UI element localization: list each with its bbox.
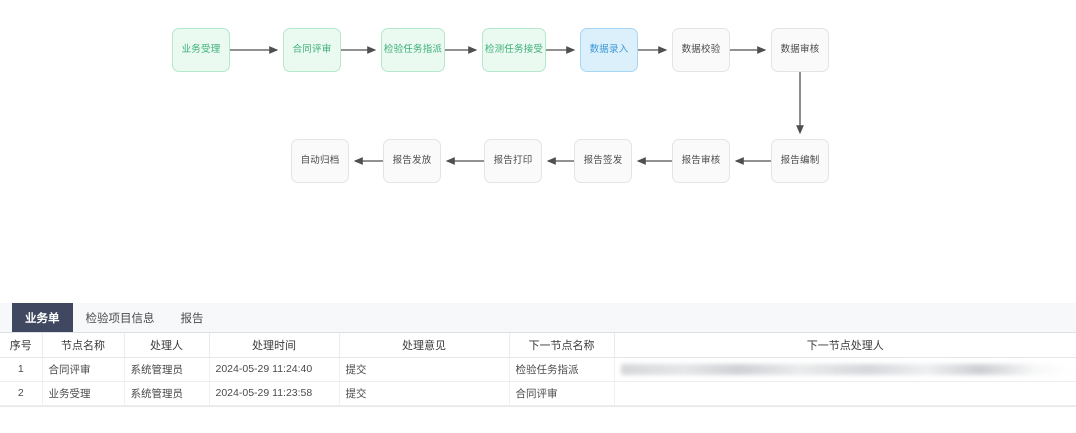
cell-handler: 系统管理员 bbox=[124, 381, 210, 406]
flow-node-n8[interactable]: 报告编制 bbox=[771, 139, 829, 183]
flow-node-n11[interactable]: 报告打印 bbox=[484, 139, 542, 183]
flow-node-n10[interactable]: 报告签发 bbox=[574, 139, 632, 183]
flow-node-label: 合同评审 bbox=[292, 44, 332, 56]
flow-node-label: 数据校验 bbox=[681, 44, 721, 56]
column-header-5: 下一节点名称 bbox=[509, 333, 615, 358]
column-header-6: 下一节点处理人 bbox=[614, 333, 1076, 358]
flow-node-n13[interactable]: 自动归档 bbox=[291, 139, 349, 183]
tab-2[interactable]: 报告 bbox=[168, 303, 217, 332]
flow-node-n9[interactable]: 报告审核 bbox=[672, 139, 730, 183]
redacted-value bbox=[620, 363, 1070, 375]
tab-0-active[interactable]: 业务单 bbox=[12, 303, 73, 332]
flow-node-n6[interactable]: 数据校验 bbox=[672, 28, 730, 72]
flow-node-n5[interactable]: 数据录入 bbox=[580, 28, 638, 72]
flow-node-n7[interactable]: 数据审核 bbox=[771, 28, 829, 72]
cell-next-node: 检验任务指派 bbox=[509, 357, 615, 382]
cell-handle-time: 2024-05-29 11:23:58 bbox=[209, 381, 340, 406]
cell-opinion: 提交 bbox=[339, 357, 510, 382]
cell-index: 1 bbox=[0, 357, 43, 382]
column-header-0: 序号 bbox=[0, 333, 43, 358]
table-bottom-edge bbox=[0, 405, 1076, 407]
workflow-edges bbox=[230, 46, 804, 165]
tab-label: 检验项目信息 bbox=[85, 312, 155, 325]
table-header-row: 序号节点名称处理人处理时间处理意见下一节点名称下一节点处理人 bbox=[0, 333, 1076, 358]
flow-node-label: 报告打印 bbox=[493, 155, 533, 167]
flow-node-label: 报告发放 bbox=[392, 155, 432, 167]
cell-next-handler bbox=[614, 357, 1076, 382]
column-header-4: 处理意见 bbox=[339, 333, 510, 358]
flow-node-label: 检验任务指派 bbox=[383, 44, 443, 56]
flow-node-label: 数据录入 bbox=[589, 44, 629, 56]
cell-next-handler bbox=[614, 381, 1076, 406]
cell-node-name: 合同评审 bbox=[42, 357, 125, 382]
detail-panel: 业务单 检验项目信息 报告 序号节点名称处理人处理时间处理意见下一节点名称下一节点处… bbox=[0, 303, 1076, 433]
flow-node-n1[interactable]: 业务受理 bbox=[172, 28, 230, 72]
flow-node-n2[interactable]: 合同评审 bbox=[283, 28, 341, 72]
cell-index: 2 bbox=[0, 381, 43, 406]
flow-node-n4[interactable]: 检测任务接受 bbox=[482, 28, 546, 72]
flow-node-n3[interactable]: 检验任务指派 bbox=[381, 28, 445, 72]
flow-node-label: 业务受理 bbox=[181, 44, 221, 56]
column-header-1: 节点名称 bbox=[42, 333, 125, 358]
cell-handle-time: 2024-05-29 11:24:40 bbox=[209, 357, 340, 382]
column-header-2: 处理人 bbox=[124, 333, 210, 358]
flow-node-label: 数据审核 bbox=[780, 44, 820, 56]
flow-node-label: 报告审核 bbox=[681, 155, 721, 167]
tab-label: 业务单 bbox=[25, 312, 60, 325]
panel-tabbar: 业务单 检验项目信息 报告 bbox=[0, 303, 1076, 333]
column-header-3: 处理时间 bbox=[209, 333, 340, 358]
flow-node-label: 报告签发 bbox=[583, 155, 623, 167]
tab-label: 报告 bbox=[180, 312, 204, 325]
flow-node-label: 检测任务接受 bbox=[484, 44, 544, 56]
flow-node-label: 报告编制 bbox=[780, 155, 820, 167]
cell-node-name: 业务受理 bbox=[42, 381, 125, 406]
cell-next-node: 合同评审 bbox=[509, 381, 615, 406]
flow-node-label: 自动归档 bbox=[300, 155, 340, 167]
cell-opinion: 提交 bbox=[339, 381, 510, 406]
cell-handler: 系统管理员 bbox=[124, 357, 210, 382]
tab-1[interactable]: 检验项目信息 bbox=[73, 303, 168, 332]
flow-node-n12[interactable]: 报告发放 bbox=[383, 139, 441, 183]
workflow-diagram: 业务受理 合同评审 检验任务指派 检测任务接受 数据录入 数据校验 数据审核报告编制 报告审核… bbox=[172, 28, 829, 183]
